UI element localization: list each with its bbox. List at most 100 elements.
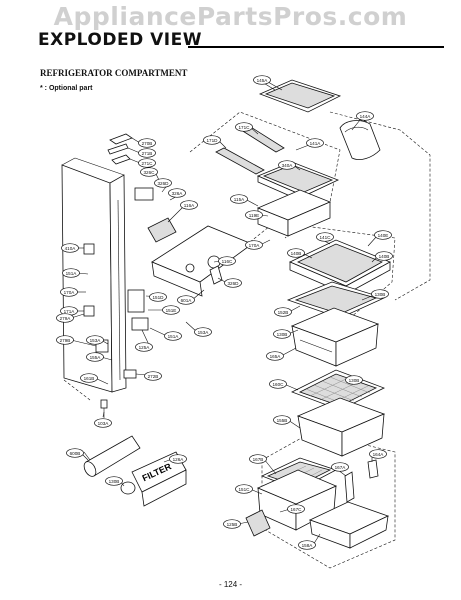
callout-label: 151A [168,334,180,339]
callout-bubble [138,138,156,148]
callout-bubble [60,287,78,297]
callout-601a-28: 601A [177,295,195,305]
callout-340a-8: 340A [278,160,296,170]
crisper-drawer-upper [290,307,380,367]
callout-bubble [80,373,98,383]
callout-bubble [135,342,153,352]
callout-bubble [287,504,305,514]
callout-bubble [56,335,74,345]
callout-label: 326A [172,191,184,196]
callout-bubble [177,295,195,305]
callout-144a-1: 144A [356,111,374,121]
callout-bubble [162,305,180,315]
callout-bubble [371,289,389,299]
callout-152b-30: 152B [274,307,292,317]
callout-bubble [138,148,156,158]
callout-326d-29: 326D [224,278,242,288]
callout-bubble [273,415,291,425]
callout-153a-35: 153A [194,327,212,337]
callout-279a-25: 279A [56,313,74,323]
callout-600b-46: 600B [66,448,84,458]
divider-167a [344,459,379,503]
callout-151e-31: 151E [162,305,180,315]
callout-bubble [203,135,221,145]
callout-bubble [144,371,162,381]
page-number: - 124 - [218,580,243,589]
callout-bubble [287,248,305,258]
callout-label: 130B [349,378,360,383]
callout-145a-0: 145A [253,75,271,85]
callout-171d-3: 171D [203,135,221,145]
callout-bubble [369,449,387,459]
callout-bubble [245,240,263,250]
callout-bubble [235,484,253,494]
callout-label: 116C [222,259,233,264]
callout-bubble [94,418,112,428]
callout-bubble [345,375,363,385]
cover-125b [245,509,271,537]
callout-bubble [249,454,267,464]
callout-140b-18: 140B [375,251,393,261]
callout-label: 279B [60,338,71,343]
callout-151a-34: 151A [164,331,182,341]
callout-bubble [274,307,292,317]
callout-label: 171A [64,309,76,314]
title-rule [188,46,444,48]
callout-label: 140E [378,233,389,238]
optional-part-note: * : Optional part [40,85,93,92]
callout-bubble [140,167,158,177]
callout-label: 151C [239,487,251,492]
upper-small-parts [107,133,141,165]
callout-bubble [105,476,123,486]
callout-141a-4: 141A [306,138,324,148]
callout-141c-15: 141C [316,232,334,242]
callout-bubble [86,335,104,345]
callout-bubble [278,160,296,170]
callout-bubble [194,327,212,337]
callout-label: 158A [302,543,314,548]
callout-label: 170A [249,243,261,248]
callout-label: 141C [320,235,332,240]
callout-label: 130B [375,292,386,297]
callout-bubble [169,454,187,464]
callout-label: 140B [291,251,302,256]
callout-bubble [253,75,271,85]
callout-label: 171C [239,125,251,130]
callout-label: 167B [253,457,264,462]
callout-151d-27: 151D [149,292,167,302]
lamp-housing [134,187,253,297]
callout-167a-49: 167A [331,462,349,472]
callout-170a-19: 170A [245,240,263,250]
callout-158a-55: 158A [298,540,316,550]
callout-label: 145A [257,78,269,83]
shelf-bracket [256,189,332,237]
callout-label: 600B [70,451,81,456]
cabinet-wall [61,157,127,401]
callout-bubble [164,331,182,341]
callout-140b-17: 140B [287,248,305,258]
callout-label: 140B [379,254,390,259]
callout-bubble [66,448,84,458]
callout-bubble [56,313,74,323]
callout-151c-52: 151C [235,484,253,494]
callout-125b-54: 125B [223,519,241,529]
callout-155a-38: 155A [86,352,104,362]
callout-label: 130B [109,479,120,484]
dashed-outline-top [189,111,341,239]
callout-bubble [375,251,393,261]
callout-label: 125B [227,522,238,527]
shelf-145a [258,79,342,113]
callout-272b-41: 272B [144,371,162,381]
callout-161b-40: 161B [80,373,98,383]
callout-bubble [235,122,253,132]
callout-271c-7: 271C [138,158,156,168]
callout-label: 151D [153,295,165,300]
callout-label: 151A [66,271,78,276]
callout-116a-13: 116A [180,200,198,210]
dashed-outline-right [329,111,431,301]
cover-144a [339,120,381,160]
callout-326d-10: 326D [154,178,172,188]
callout-label: 155B [277,418,288,423]
callout-label: 152B [278,310,289,315]
callout-167b-48: 167B [249,454,267,464]
